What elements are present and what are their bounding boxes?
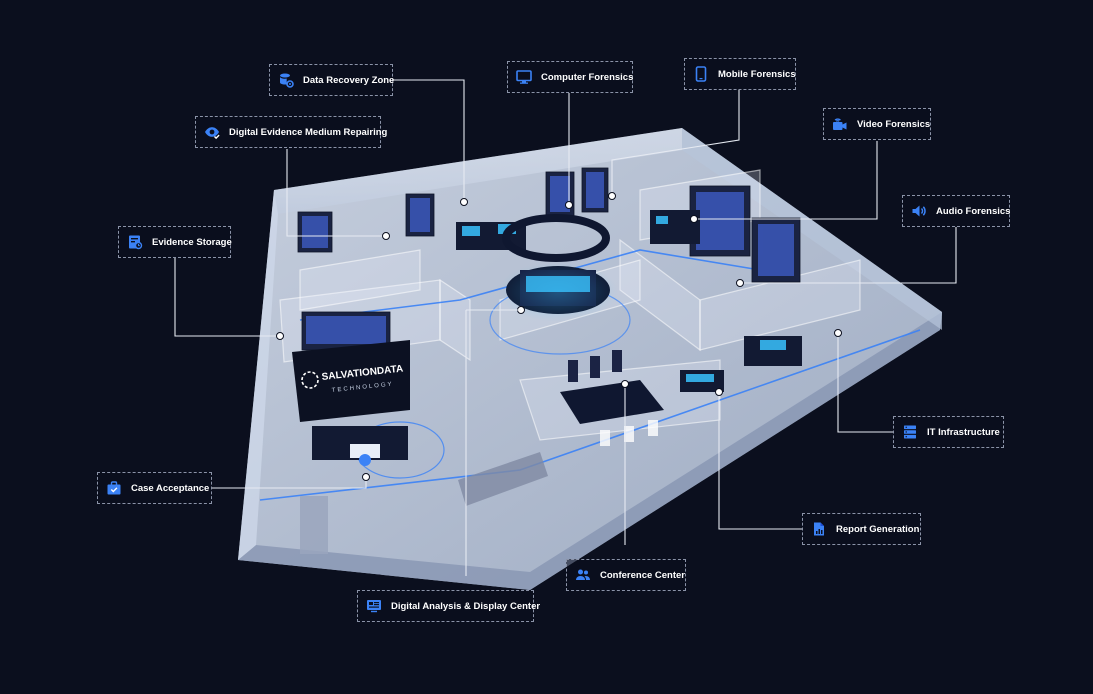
callout-conference-center: Conference Center xyxy=(566,559,686,591)
callout-digital-evidence-medium-repairing: Digital Evidence Medium Repairing xyxy=(195,116,387,148)
callout-label: Conference Center xyxy=(600,569,685,581)
callout-label: Evidence Storage xyxy=(152,236,232,248)
video-camera-icon xyxy=(832,116,848,132)
front-wall xyxy=(238,312,942,590)
callout-label: Report Generation xyxy=(836,523,920,535)
central-console xyxy=(498,214,618,322)
speaker-icon xyxy=(911,203,927,219)
callout-label: Digital Analysis & Display Center xyxy=(391,600,541,612)
callout-label: Video Forensics xyxy=(857,118,931,130)
callout-case-acceptance: Case Acceptance xyxy=(97,472,212,504)
callout-label: Case Acceptance xyxy=(131,482,210,494)
smartphone-icon xyxy=(693,66,709,82)
callout-label: Digital Evidence Medium Repairing xyxy=(229,126,388,138)
database-gear-icon xyxy=(278,72,294,88)
callout-data-recovery-zone: Data Recovery Zone xyxy=(269,64,395,96)
callout-evidence-storage: Evidence Storage xyxy=(118,226,232,258)
callout-label: Computer Forensics xyxy=(541,71,634,83)
briefcase-check-icon xyxy=(106,480,122,496)
callout-audio-forensics: Audio Forensics xyxy=(902,195,1010,227)
callout-mobile-forensics: Mobile Forensics xyxy=(684,58,796,90)
monitor-icon xyxy=(516,69,532,85)
storage-box-icon xyxy=(127,234,143,250)
eye-check-icon xyxy=(204,124,220,140)
callout-computer-forensics: Computer Forensics xyxy=(507,61,633,93)
server-rack-icon xyxy=(902,424,918,440)
callout-report-generation: Report Generation xyxy=(802,513,921,545)
callout-digital-analysis-display-center: Digital Analysis & Display Center xyxy=(357,590,540,622)
display-screen-icon xyxy=(366,598,382,614)
brand-wall: SALVATIONDATA TECHNOLOGY xyxy=(292,340,410,422)
callout-label: Mobile Forensics xyxy=(718,68,796,80)
callout-label: Data Recovery Zone xyxy=(303,74,395,86)
callout-it-infrastructure: IT Infrastructure xyxy=(893,416,1004,448)
callout-video-forensics: Video Forensics xyxy=(823,108,931,140)
conference-table xyxy=(560,350,664,446)
report-chart-icon xyxy=(811,521,827,537)
callout-label: Audio Forensics xyxy=(936,205,1011,217)
callout-label: IT Infrastructure xyxy=(927,426,1000,438)
people-icon xyxy=(575,567,591,583)
